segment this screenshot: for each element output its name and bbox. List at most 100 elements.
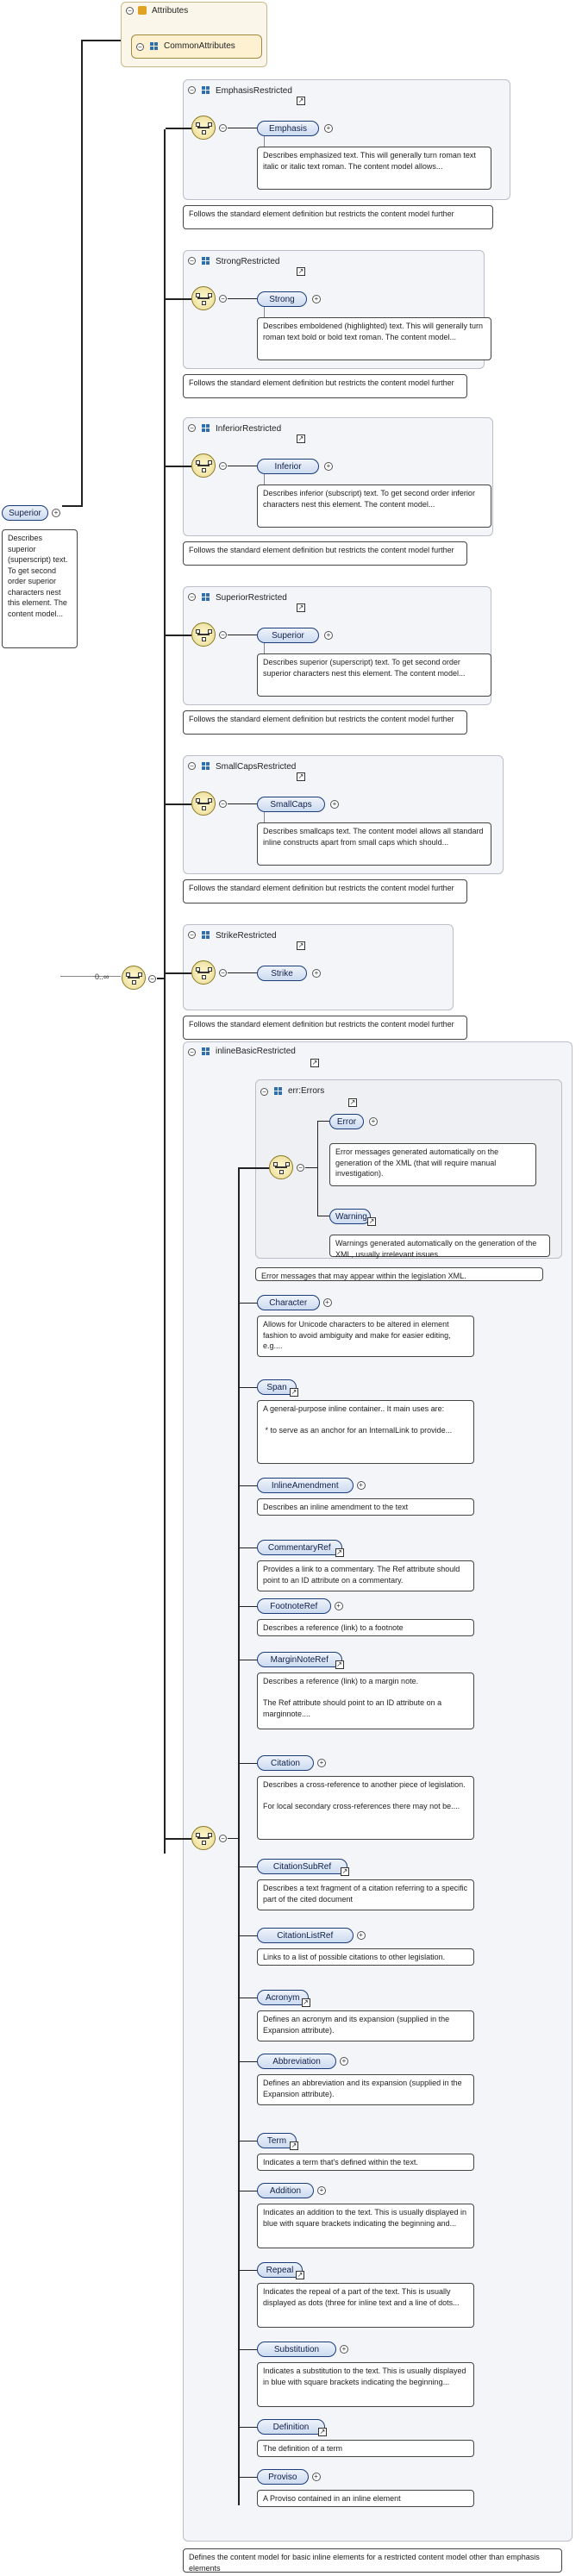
common-attributes-group[interactable] <box>131 34 262 59</box>
element-warning[interactable]: Warning <box>329 1209 371 1224</box>
element-repeal[interactable]: Repeal <box>257 2262 303 2278</box>
connector-line <box>228 803 257 804</box>
link-arrow-icon[interactable]: ↗ <box>318 2428 327 2436</box>
element-term[interactable]: Term <box>257 2133 297 2148</box>
collapse-toggle-icon[interactable]: − <box>219 124 227 132</box>
collapse-toggle-icon[interactable]: − <box>188 762 196 770</box>
element-addition[interactable]: Addition <box>257 2183 314 2198</box>
expand-plus-icon[interactable]: + <box>311 2473 321 2481</box>
sequence-compositor-icon[interactable] <box>191 286 216 310</box>
expand-plus-icon[interactable]: + <box>340 2345 348 2354</box>
element-substitution[interactable]: Substitution <box>257 2342 336 2357</box>
element-inlineamendment[interactable]: InlineAmendment <box>257 1478 354 1493</box>
collapse-toggle-icon[interactable]: − <box>188 424 196 432</box>
expand-plus-icon[interactable]: + <box>324 124 333 133</box>
expand-plus-icon[interactable]: + <box>324 631 333 640</box>
link-arrow-icon[interactable]: ↗ <box>297 435 305 443</box>
collapse-toggle-icon[interactable]: − <box>126 7 134 15</box>
expand-plus-icon[interactable]: + <box>369 1117 378 1126</box>
expand-plus-icon[interactable]: + <box>317 2186 326 2195</box>
element-proviso[interactable]: Proviso <box>257 2469 309 2485</box>
error-documentation: Error messages generated automatically o… <box>329 1143 536 1186</box>
element-smallcaps[interactable]: SmallCaps <box>257 797 325 812</box>
element-documentation: Describes emphasized text. This will gen… <box>257 147 491 190</box>
link-arrow-icon[interactable]: ↗ <box>341 1867 349 1876</box>
restricted-group[interactable] <box>183 924 454 1010</box>
element-inferior[interactable]: Inferior <box>257 459 319 474</box>
expand-plus-icon[interactable]: + <box>356 1481 366 1490</box>
choice-compositor-icon[interactable] <box>122 966 146 990</box>
expand-plus-icon[interactable]: + <box>340 2057 348 2066</box>
link-arrow-icon[interactable]: ↗ <box>297 267 305 276</box>
collapse-toggle-icon[interactable]: − <box>219 462 227 470</box>
element-character[interactable]: Character <box>257 1295 320 1310</box>
collapse-toggle-icon[interactable]: − <box>219 295 227 303</box>
item-documentation: Links to a list of possible citations to… <box>257 1948 474 1966</box>
link-arrow-icon[interactable]: ↗ <box>297 603 305 612</box>
collapse-toggle-icon[interactable]: − <box>136 43 144 51</box>
collapse-toggle-icon[interactable]: − <box>188 593 196 601</box>
link-arrow-icon[interactable]: ↗ <box>290 1388 298 1397</box>
link-arrow-icon[interactable]: ↗ <box>290 2141 298 2150</box>
expand-plus-icon[interactable]: + <box>317 1759 326 1767</box>
element-citation[interactable]: Citation <box>257 1755 314 1771</box>
group-note: Follows the standard element definition … <box>183 879 467 903</box>
link-arrow-icon[interactable]: ↗ <box>335 1548 344 1557</box>
element-citationlistref[interactable]: CitationListRef <box>257 1928 354 1943</box>
collapse-toggle-icon[interactable]: − <box>260 1088 268 1096</box>
group-icon <box>202 1047 210 1056</box>
sequence-compositor-icon[interactable] <box>191 1826 216 1850</box>
expand-plus-icon[interactable]: + <box>52 509 60 517</box>
element-footnoteref[interactable]: FootnoteRef <box>257 1598 331 1614</box>
collapse-toggle-icon[interactable]: − <box>219 969 227 977</box>
expand-plus-icon[interactable]: + <box>324 462 333 471</box>
link-arrow-icon[interactable]: ↗ <box>367 1217 376 1226</box>
collapse-toggle-icon[interactable]: − <box>188 931 196 939</box>
element-citationsubref[interactable]: CitationSubRef <box>257 1859 347 1874</box>
expand-plus-icon[interactable]: + <box>322 1298 332 1307</box>
element-emphasis[interactable]: Emphasis <box>257 121 319 136</box>
link-arrow-icon[interactable]: ↗ <box>335 1660 344 1669</box>
collapse-toggle-icon[interactable]: − <box>188 1048 196 1056</box>
element-error[interactable]: Error <box>329 1114 364 1129</box>
link-arrow-icon[interactable]: ↗ <box>297 772 305 781</box>
element-superior[interactable]: Superior <box>257 628 319 643</box>
expand-plus-icon[interactable]: + <box>334 1602 343 1610</box>
sequence-compositor-icon[interactable] <box>191 791 216 816</box>
expand-plus-icon[interactable]: + <box>312 969 321 978</box>
expand-plus-icon[interactable]: + <box>330 800 339 809</box>
link-arrow-icon[interactable]: ↗ <box>297 941 305 950</box>
connector-line <box>264 474 265 485</box>
element-abbreviation[interactable]: Abbreviation <box>257 2054 336 2069</box>
root-documentation: Describes superior (superscript) text. T… <box>2 529 78 648</box>
element-definition[interactable]: Definition <box>257 2419 325 2435</box>
collapse-toggle-icon[interactable]: − <box>219 800 227 808</box>
element-strong[interactable]: Strong <box>257 291 307 307</box>
item-documentation: Indicates the repeal of a part of the te… <box>257 2283 474 2328</box>
link-arrow-icon[interactable]: ↗ <box>348 1098 357 1107</box>
collapse-toggle-icon[interactable]: − <box>188 86 196 94</box>
collapse-toggle-icon[interactable]: − <box>219 631 227 639</box>
link-arrow-icon[interactable]: ↗ <box>296 2271 304 2279</box>
link-arrow-icon[interactable]: ↗ <box>297 97 305 105</box>
link-arrow-icon[interactable]: ↗ <box>310 1059 319 1067</box>
sequence-compositor-icon[interactable] <box>191 453 216 478</box>
expand-plus-icon[interactable]: + <box>356 1931 366 1940</box>
element-marginnoteref[interactable]: MarginNoteRef <box>257 1652 342 1667</box>
collapse-toggle-icon[interactable]: − <box>148 975 156 983</box>
collapse-toggle-icon[interactable]: − <box>188 257 196 265</box>
expand-plus-icon[interactable]: + <box>312 295 321 303</box>
root-element-superior[interactable]: Superior <box>2 505 48 521</box>
element-commentaryref[interactable]: CommentaryRef <box>257 1540 342 1555</box>
element-acronym[interactable]: Acronym <box>257 1990 309 2005</box>
sequence-compositor-icon[interactable] <box>191 116 216 140</box>
element-span[interactable]: Span <box>257 1379 297 1395</box>
sequence-compositor-icon[interactable] <box>191 960 216 985</box>
occurrence-label: 0..∞ <box>95 972 110 981</box>
sequence-compositor-icon[interactable] <box>269 1155 293 1179</box>
link-arrow-icon[interactable]: ↗ <box>301 1998 310 2007</box>
element-strike[interactable]: Strike <box>257 966 307 981</box>
collapse-toggle-icon[interactable]: − <box>219 1835 227 1842</box>
collapse-toggle-icon[interactable]: − <box>297 1164 304 1172</box>
sequence-compositor-icon[interactable] <box>191 622 216 647</box>
